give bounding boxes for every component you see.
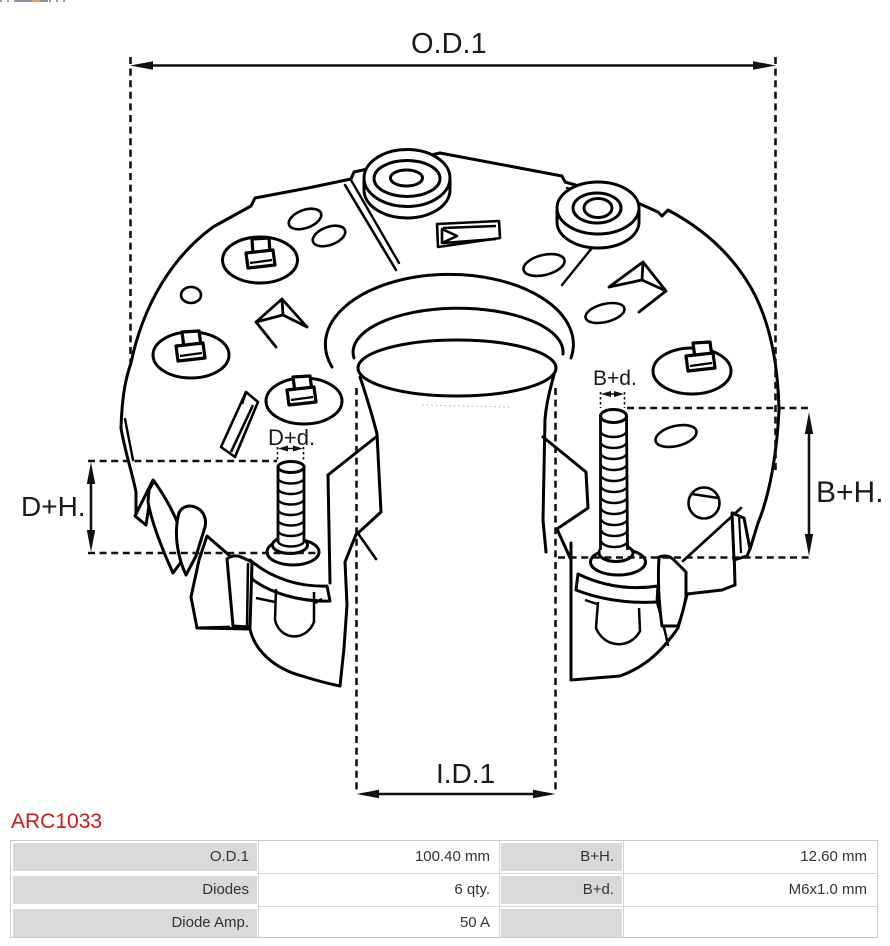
svg-text:D+H.: D+H. [21, 491, 86, 522]
svg-text:O.D.1: O.D.1 [411, 28, 487, 60]
svg-text:B+d.: B+d. [593, 367, 637, 390]
svg-text:I.D.1: I.D.1 [436, 758, 495, 789]
svg-text:B+H.: B+H. [816, 476, 884, 509]
svg-text:D+d.: D+d. [268, 425, 315, 450]
